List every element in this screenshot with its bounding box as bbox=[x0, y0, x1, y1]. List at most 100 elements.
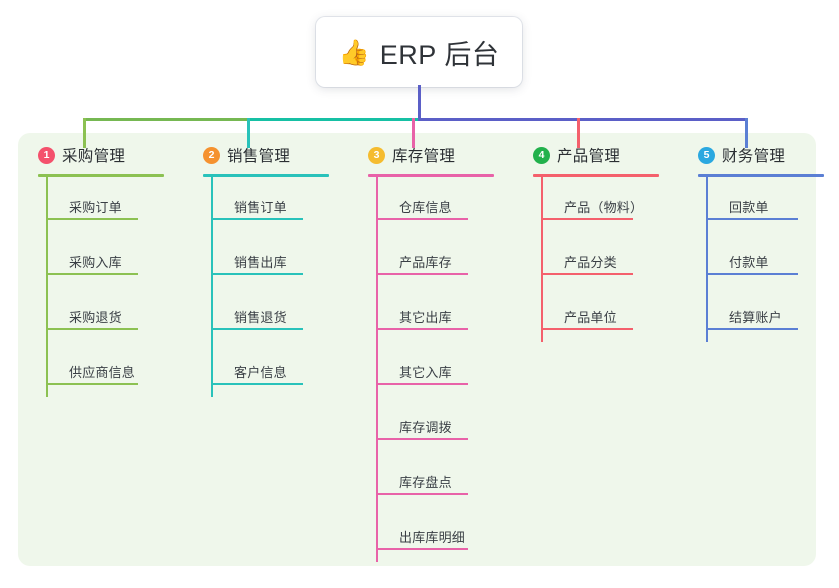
module-item-label: 库存调拨 bbox=[399, 420, 452, 435]
module-number-badge: 4 bbox=[533, 146, 550, 164]
module-item-label: 仓库信息 bbox=[399, 200, 452, 215]
module-item-list: 采购订单采购入库采购退货供应商信息 bbox=[46, 177, 178, 397]
root-stem-connector bbox=[418, 85, 421, 121]
module-item[interactable]: 产品（物料） bbox=[541, 177, 673, 232]
module-spine-connector bbox=[706, 177, 708, 342]
module-item-underline bbox=[376, 438, 468, 440]
module-underline bbox=[368, 174, 494, 177]
module-title: 产品管理 bbox=[557, 148, 621, 165]
module-item-underline bbox=[706, 273, 798, 275]
module-item-label: 客户信息 bbox=[234, 365, 287, 380]
module-item[interactable]: 库存调拨 bbox=[376, 397, 508, 452]
module-item[interactable]: 其它入库 bbox=[376, 342, 508, 397]
module-number-badge: 1 bbox=[38, 146, 55, 164]
module-item-list: 仓库信息产品库存其它出库其它入库库存调拨库存盘点出库库明细 bbox=[376, 177, 508, 562]
module-item-label: 销售订单 bbox=[234, 200, 287, 215]
module-item-underline bbox=[376, 328, 468, 330]
module-item[interactable]: 出库库明细 bbox=[376, 507, 508, 562]
module-item-label: 结算账户 bbox=[729, 310, 782, 325]
root-title: ERP 后台 bbox=[379, 39, 500, 70]
module-item-label: 付款单 bbox=[729, 255, 769, 270]
module-item-underline bbox=[541, 218, 633, 220]
module-item[interactable]: 销售订单 bbox=[211, 177, 343, 232]
module-item-underline bbox=[376, 273, 468, 275]
module-item-label: 产品库存 bbox=[399, 255, 452, 270]
module-column: 4 产品管理产品（物料） 产品分类产品单位 bbox=[513, 143, 673, 342]
module-title: 销售管理 bbox=[227, 148, 291, 165]
module-item[interactable]: 产品分类 bbox=[541, 232, 673, 287]
branch-drop-2 bbox=[247, 118, 250, 148]
module-underline bbox=[203, 174, 329, 177]
branch-bar-right bbox=[418, 118, 748, 121]
module-item-underline bbox=[211, 383, 303, 385]
module-title: 库存管理 bbox=[392, 148, 456, 165]
thumbs-up-icon: 👍 bbox=[338, 38, 370, 67]
root-node-card[interactable]: 👍 ERP 后台 bbox=[316, 17, 522, 87]
module-item-label: 采购入库 bbox=[69, 255, 122, 270]
module-header[interactable]: 2 销售管理 bbox=[183, 143, 343, 167]
module-item-label: 产品分类 bbox=[564, 255, 617, 270]
module-item-label: 其它入库 bbox=[399, 365, 452, 380]
module-header[interactable]: 1 采购管理 bbox=[18, 143, 178, 167]
module-header[interactable]: 4 产品管理 bbox=[513, 143, 673, 167]
module-spine-connector bbox=[376, 177, 378, 562]
module-item[interactable]: 采购订单 bbox=[46, 177, 178, 232]
branch-drop-4 bbox=[577, 118, 580, 148]
module-item-underline bbox=[46, 328, 138, 330]
module-item-underline bbox=[46, 273, 138, 275]
module-item-label: 出库库明细 bbox=[399, 530, 466, 545]
module-column: 2 销售管理销售订单销售出库销售退货客户信息 bbox=[183, 143, 343, 397]
module-item[interactable]: 产品库存 bbox=[376, 232, 508, 287]
module-number-badge: 2 bbox=[203, 146, 220, 164]
module-spine-connector bbox=[46, 177, 48, 397]
module-underline bbox=[533, 174, 659, 177]
module-item-underline bbox=[46, 218, 138, 220]
module-title: 采购管理 bbox=[62, 148, 126, 165]
module-item-underline bbox=[706, 218, 798, 220]
module-item-label: 产品单位 bbox=[564, 310, 617, 325]
module-item[interactable]: 结算账户 bbox=[706, 287, 838, 342]
module-item-label: 销售出库 bbox=[234, 255, 287, 270]
module-column: 3 库存管理仓库信息产品库存其它出库其它入库库存调拨库存盘点出库库明细 bbox=[348, 143, 508, 562]
module-item[interactable]: 销售退货 bbox=[211, 287, 343, 342]
branch-bar-mid bbox=[247, 118, 419, 121]
module-item[interactable]: 付款单 bbox=[706, 232, 838, 287]
module-item[interactable]: 客户信息 bbox=[211, 342, 343, 397]
module-item[interactable]: 采购入库 bbox=[46, 232, 178, 287]
module-header[interactable]: 3 库存管理 bbox=[348, 143, 508, 167]
module-item[interactable]: 仓库信息 bbox=[376, 177, 508, 232]
module-item[interactable]: 库存盘点 bbox=[376, 452, 508, 507]
module-item-list: 回款单付款单结算账户 bbox=[706, 177, 838, 342]
module-item-underline bbox=[541, 273, 633, 275]
module-item-underline bbox=[211, 218, 303, 220]
module-item-label: 其它出库 bbox=[399, 310, 452, 325]
module-item-underline bbox=[376, 548, 468, 550]
module-item-underline bbox=[376, 493, 468, 495]
module-item-label: 库存盘点 bbox=[399, 475, 452, 490]
module-item-label: 销售退货 bbox=[234, 310, 287, 325]
module-item[interactable]: 其它出库 bbox=[376, 287, 508, 342]
module-number-badge: 5 bbox=[698, 146, 715, 164]
module-item[interactable]: 供应商信息 bbox=[46, 342, 178, 397]
module-item-underline bbox=[376, 218, 468, 220]
module-underline bbox=[698, 174, 824, 177]
module-item-underline bbox=[211, 328, 303, 330]
module-item-label: 采购退货 bbox=[69, 310, 122, 325]
module-spine-connector bbox=[541, 177, 543, 342]
module-item-label: 产品（物料） bbox=[564, 200, 644, 215]
module-item-underline bbox=[376, 383, 468, 385]
module-item[interactable]: 产品单位 bbox=[541, 287, 673, 342]
module-item[interactable]: 回款单 bbox=[706, 177, 838, 232]
module-item-underline bbox=[706, 328, 798, 330]
module-item-underline bbox=[211, 273, 303, 275]
module-item[interactable]: 销售出库 bbox=[211, 232, 343, 287]
module-item-label: 供应商信息 bbox=[69, 365, 136, 380]
module-number-badge: 3 bbox=[368, 146, 385, 164]
module-item-label: 采购订单 bbox=[69, 200, 122, 215]
module-item[interactable]: 采购退货 bbox=[46, 287, 178, 342]
branch-drop-3 bbox=[412, 118, 415, 148]
module-column: 1 采购管理采购订单采购入库采购退货供应商信息 bbox=[18, 143, 178, 397]
